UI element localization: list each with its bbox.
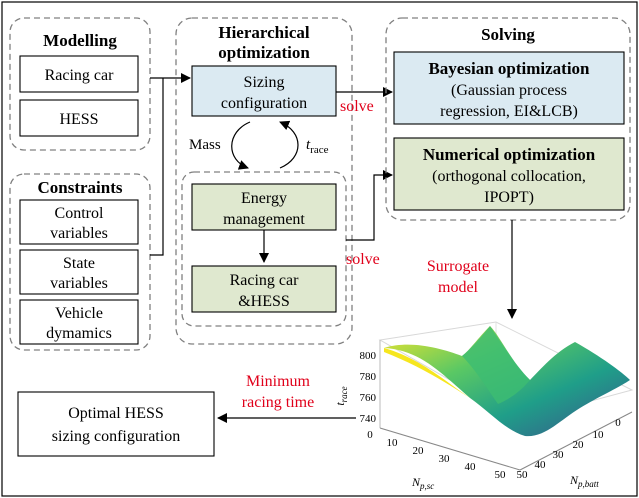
vehicle-dynamics-line1: Vehicle: [55, 305, 103, 322]
energy-line2: management: [223, 211, 305, 228]
control-variables-line2: variables: [50, 225, 108, 242]
x-axis-label: Np,sc: [411, 475, 434, 491]
y-tick-50: 50: [517, 469, 529, 481]
surrogate-line1: Surrogate: [427, 258, 489, 275]
racing-car-hess-box: [191, 265, 337, 313]
numerical-box: [393, 137, 625, 211]
racing-hess-line2: &HESS: [238, 293, 290, 310]
surface-peak: [462, 326, 530, 404]
racing-hess-line1: Racing car: [230, 272, 300, 289]
control-variables-line1: Control: [55, 205, 104, 222]
y-tick-10: 10: [593, 429, 605, 441]
racing-car-box: [19, 55, 139, 93]
arrow-constraints-connector: [150, 78, 164, 256]
energy-line1: Energy: [241, 190, 287, 207]
state-variables-box: [19, 249, 139, 295]
bayesian-line1: (Gaussian process: [451, 82, 567, 99]
hierarchical-title-line1: Hierarchical: [218, 23, 310, 42]
hierarchical-group: [175, 17, 353, 345]
sizing-configuration-box: [191, 65, 337, 117]
surface-ridge: [384, 348, 470, 398]
sizing-line1: Sizing: [244, 74, 285, 91]
constraints-title: Constraints: [37, 178, 122, 197]
x-tick-20: 20: [413, 445, 425, 457]
inner-optimization-group: [181, 171, 347, 327]
x-tick-0: 0: [367, 429, 373, 441]
arrow-mass: [231, 121, 251, 170]
arrow-energy-to-numerical: [346, 170, 393, 241]
state-variables-line1: State: [63, 255, 95, 272]
optimal-line2: sizing configuration: [52, 428, 180, 445]
bayesian-line2: regression, EI&LCB): [440, 103, 578, 120]
x-tick-30: 30: [439, 453, 451, 465]
surrogate-line2: model: [438, 279, 479, 296]
z-tick-740: 740: [360, 413, 377, 425]
mass-label: Mass: [189, 137, 221, 153]
numerical-line2: IPOPT): [484, 189, 534, 206]
y-axis-label: Np,batt: [569, 473, 599, 489]
x-tick-40: 40: [465, 461, 477, 473]
hess-label: HESS: [59, 111, 98, 128]
z-tick-800: 800: [360, 350, 377, 362]
x-tick-50: 50: [495, 469, 507, 481]
y-tick-30: 30: [553, 449, 565, 461]
z-tick-760: 760: [360, 392, 377, 404]
bayesian-title: Bayesian optimization: [428, 59, 590, 78]
hierarchical-title-line2: optimization: [218, 43, 310, 62]
minimum-line1: Minimum: [246, 373, 311, 390]
x-tick-10: 10: [387, 437, 399, 449]
vehicle-dynamics-box: [19, 299, 139, 345]
optimal-line1: Optimal HESS: [68, 405, 164, 422]
z-axis-label: trace: [333, 386, 349, 405]
hess-box: [19, 99, 139, 137]
solving-title: Solving: [481, 25, 535, 44]
plot-x-axis-line: [379, 427, 521, 471]
modelling-group: [9, 17, 151, 151]
modelling-title: Modelling: [43, 31, 117, 50]
z-tick-780: 780: [360, 371, 377, 383]
control-variables-box: [19, 199, 139, 245]
optimal-hess-box: [17, 391, 215, 457]
trace-label: trace: [306, 137, 329, 156]
state-variables-line2: variables: [50, 275, 108, 292]
arrow-trace: [279, 120, 299, 169]
sizing-line2: configuration: [221, 95, 307, 112]
solve-label-top: solve: [340, 98, 374, 115]
y-tick-0: 0: [615, 417, 621, 429]
constraints-group: [9, 173, 151, 351]
y-tick-40: 40: [535, 459, 547, 471]
solve-label-bottom: solve: [346, 251, 380, 268]
numerical-title: Numerical optimization: [423, 145, 596, 164]
solving-group: [385, 17, 631, 221]
racing-car-label: Racing car: [45, 67, 115, 84]
minimum-line2: racing time: [242, 394, 314, 411]
plot-y-axis-line: [519, 411, 633, 471]
y-tick-20: 20: [573, 439, 585, 451]
surrogate-surface-plot: 800 780 760 740 trace 0 10 20 30 40 50 N…: [333, 321, 634, 491]
numerical-line1: (orthogonal collocation,: [432, 168, 586, 185]
vehicle-dynamics-line2: dymamics: [46, 325, 112, 342]
bayesian-box: [393, 51, 625, 125]
